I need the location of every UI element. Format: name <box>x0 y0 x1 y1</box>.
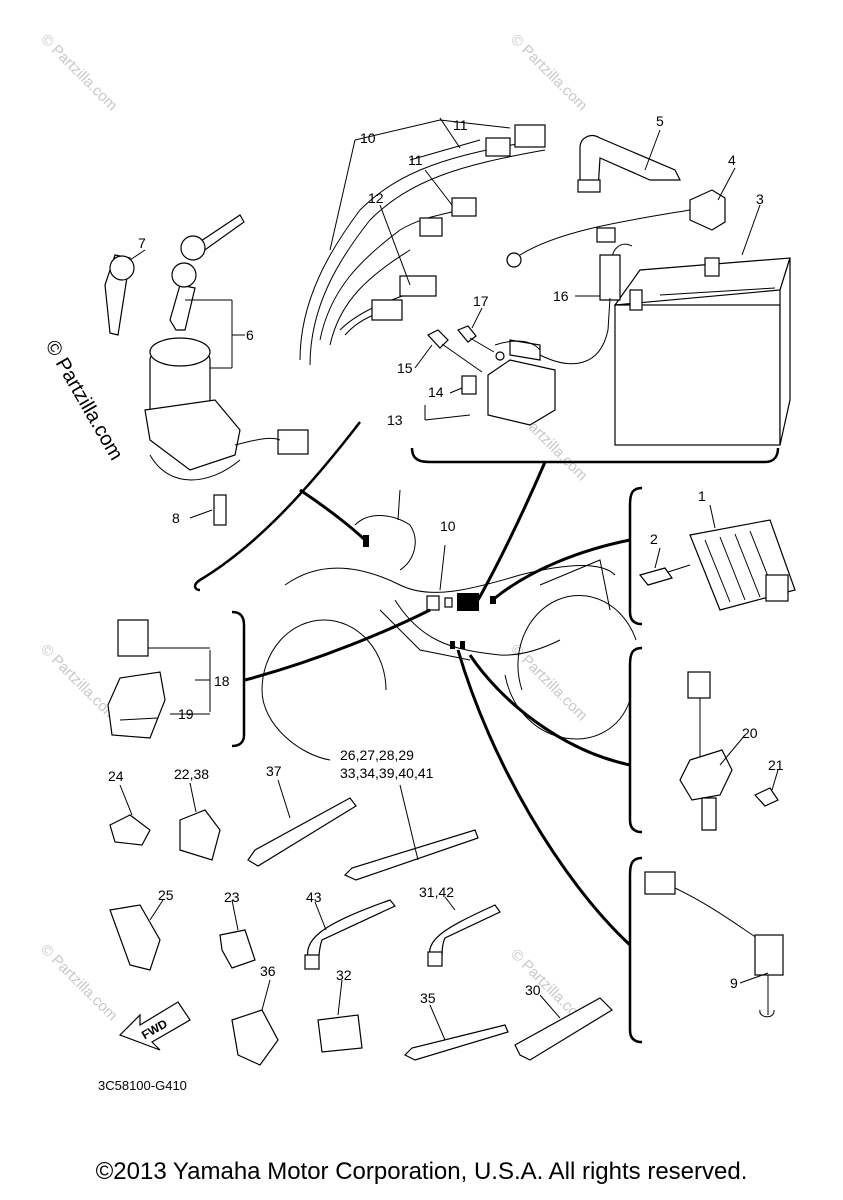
callout-31-42: 31,42 <box>419 884 454 900</box>
callout-17: 17 <box>473 293 489 309</box>
callout-4: 4 <box>728 152 736 168</box>
side-watermark: © Partzilla.com <box>41 337 127 465</box>
callout-leaders <box>119 117 779 1041</box>
watermark: © Partzilla.com <box>37 941 120 1024</box>
callout-18: 18 <box>214 673 230 689</box>
bolts <box>427 325 505 373</box>
group-leaders <box>244 461 632 947</box>
callout-8: 8 <box>172 510 180 526</box>
callout-16: 16 <box>553 288 569 304</box>
temp-sensor <box>644 871 784 1018</box>
callout-11: 11 <box>408 152 423 168</box>
wire-harness <box>299 124 546 366</box>
callout-23: 23 <box>224 889 240 905</box>
callout-36: 36 <box>260 963 276 979</box>
callout-10: 10 <box>440 518 456 534</box>
callout-7: 7 <box>138 235 146 251</box>
motorcycle-outline <box>261 489 637 761</box>
relay-assembly <box>107 619 166 739</box>
callout-26-29: 26,27,28,29 <box>340 747 414 763</box>
callout-10: 10 <box>360 130 376 146</box>
callout-33-41: 33,34,39,40,41 <box>340 765 434 781</box>
watermark: © Partzilla.com <box>37 641 120 724</box>
callout-12: 12 <box>368 190 384 206</box>
callout-14: 14 <box>428 384 444 400</box>
callout-20: 20 <box>742 725 758 741</box>
copyright-notice: ©2013 Yamaha Motor Corporation, U.S.A. A… <box>95 1158 748 1185</box>
callout-19: 19 <box>178 706 194 722</box>
callout-22-38: 22,38 <box>174 766 209 782</box>
group-brackets <box>193 421 780 1044</box>
main-switch <box>144 337 309 526</box>
starter-relay <box>461 339 556 426</box>
callout-30: 30 <box>525 982 541 998</box>
keys <box>104 214 245 336</box>
callout-21: 21 <box>768 757 784 773</box>
callout-2: 2 <box>650 531 658 547</box>
callout-15: 15 <box>397 360 413 376</box>
battery <box>613 257 791 446</box>
callout-3: 3 <box>756 191 764 207</box>
callout-6: 6 <box>246 327 254 343</box>
callout-35: 35 <box>420 990 436 1006</box>
battery-band <box>577 135 681 193</box>
callout-24: 24 <box>108 768 124 784</box>
fwd-arrow: FWD <box>118 1001 191 1051</box>
sensor-assembly <box>679 671 779 831</box>
watermark: © Partzilla.com <box>507 31 590 114</box>
clamps-and-ties <box>109 797 613 1066</box>
callout-13: 13 <box>387 412 403 428</box>
rectifier-regulator <box>638 519 796 611</box>
callout-1: 1 <box>698 488 706 504</box>
callout-25: 25 <box>158 887 174 903</box>
callout-37: 37 <box>266 763 282 779</box>
callout-32: 32 <box>336 967 352 983</box>
battery-cables <box>506 189 726 365</box>
callout-43: 43 <box>306 889 322 905</box>
callout-labels: 1 2 3 4 5 6 7 8 9 10 10 11 11 12 13 14 1… <box>98 113 784 1093</box>
watermark: © Partzilla.com <box>37 31 120 114</box>
callout-5: 5 <box>656 113 664 129</box>
diagram-code: 3C58100-G410 <box>98 1078 187 1093</box>
callout-11: 11 <box>453 117 468 133</box>
callout-9: 9 <box>730 975 738 991</box>
watermark-layer: © Partzilla.com © Partzilla.com © Partzi… <box>37 31 590 1029</box>
